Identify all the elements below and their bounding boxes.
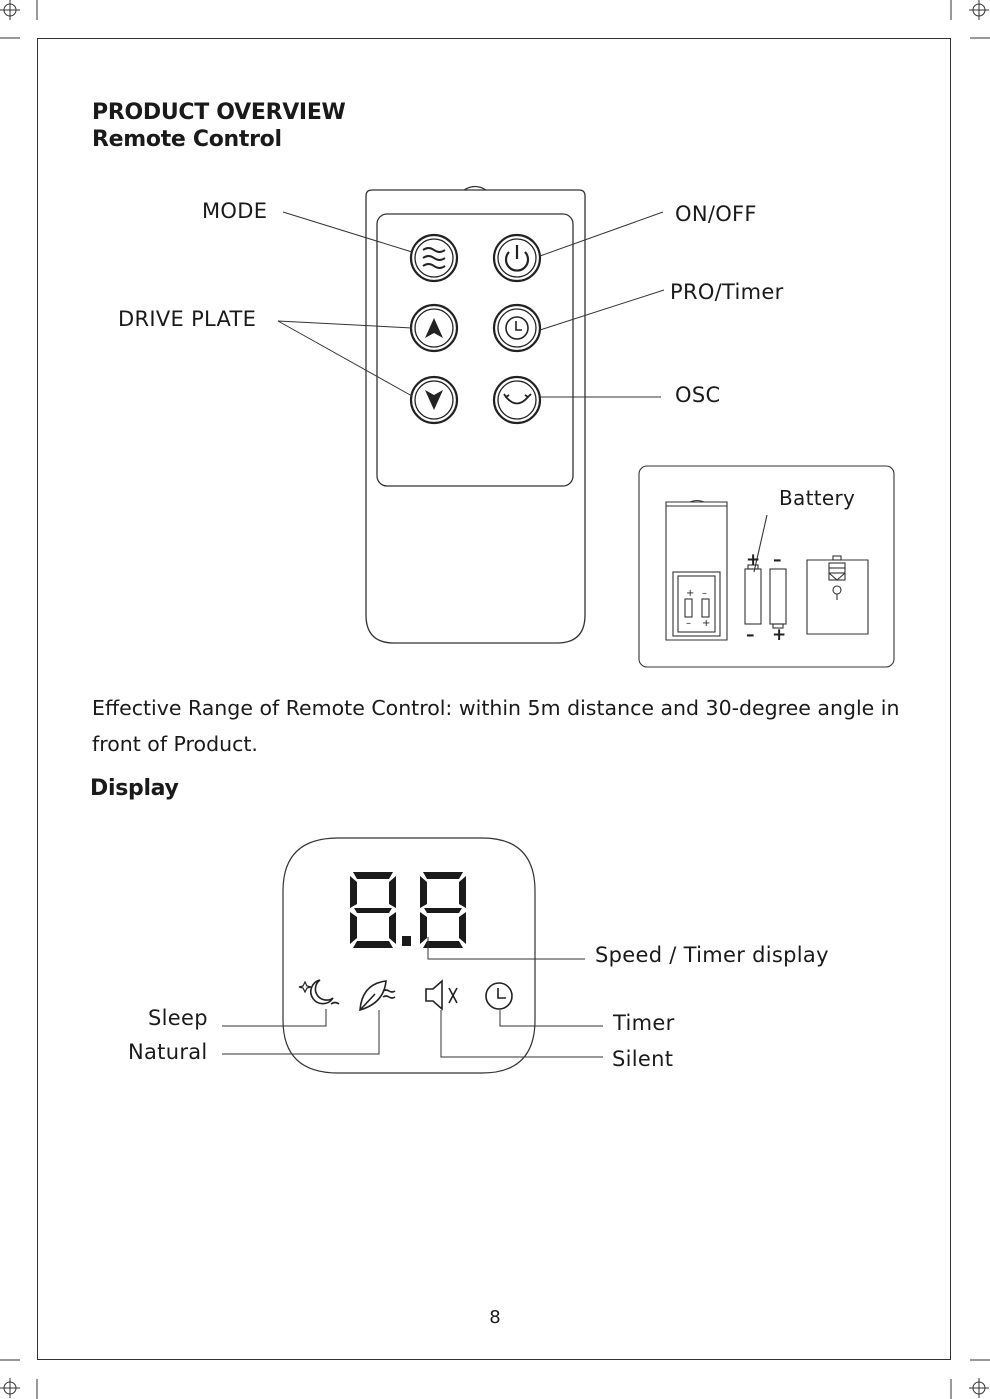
- label-sleep: Sleep: [148, 1006, 208, 1030]
- label-silent: Silent: [612, 1047, 673, 1071]
- silent-speaker-icon: [426, 981, 457, 1009]
- label-natural: Natural: [128, 1040, 208, 1064]
- digit-2: [420, 872, 466, 948]
- label-timer: Timer: [613, 1011, 675, 1035]
- timer-clock-icon: [486, 983, 512, 1009]
- natural-leaf-icon: [360, 981, 395, 1010]
- label-speed-timer-display: Speed / Timer display: [595, 943, 829, 967]
- digit-1: [350, 872, 396, 948]
- sleep-icon: [299, 980, 339, 1004]
- decimal-point: [402, 936, 411, 946]
- page-number: 8: [0, 1307, 990, 1328]
